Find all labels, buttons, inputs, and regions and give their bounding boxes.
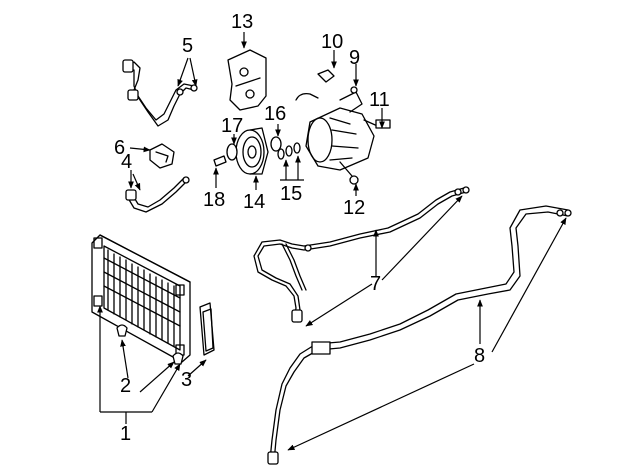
leader-1b (151, 363, 181, 413)
leader-2a (120, 339, 129, 379)
callout-10: 10 (321, 31, 343, 53)
callout-3: 3 (181, 369, 192, 391)
bracket-6 (149, 143, 175, 169)
leader-5a (177, 57, 189, 87)
condenser-bolts (116, 324, 184, 365)
leader-4b (132, 173, 141, 191)
callout-1: 1 (120, 423, 131, 445)
hose-8 (267, 205, 572, 465)
callout-14: 14 (243, 191, 265, 213)
callout-11: 11 (369, 89, 390, 111)
leader-3 (187, 359, 207, 377)
leader-7b (381, 195, 463, 281)
hose-4 (125, 176, 190, 213)
shim-washers (277, 142, 301, 160)
hose-5 (122, 59, 198, 127)
callout-8: 8 (474, 345, 485, 367)
callout-5: 5 (182, 35, 193, 57)
leader-5b (189, 57, 198, 87)
callout-18: 18 (203, 189, 225, 211)
compressor-bracket (227, 49, 267, 111)
leader-2b (139, 361, 175, 393)
leader-8b (491, 217, 567, 353)
receiver-drier (199, 302, 215, 356)
callout-2: 2 (120, 375, 131, 397)
callout-4: 4 (121, 151, 132, 173)
hose-7 (253, 186, 470, 323)
callout-7: 7 (370, 273, 381, 295)
callout-16: 16 (264, 103, 286, 125)
leader-6 (129, 146, 151, 153)
callout-17: 17 (221, 115, 243, 137)
callout-15: 15 (280, 183, 302, 205)
leader-8c (287, 363, 475, 451)
ac-compressor (295, 91, 391, 185)
leader-7c (305, 283, 373, 327)
callout-12: 12 (343, 197, 365, 219)
condenser (91, 234, 191, 363)
callout-13: 13 (231, 11, 253, 33)
callout-9: 9 (349, 47, 360, 69)
relief-valve (317, 69, 358, 94)
callout-6: 6 (114, 137, 125, 159)
compressor-clutch (213, 127, 282, 175)
